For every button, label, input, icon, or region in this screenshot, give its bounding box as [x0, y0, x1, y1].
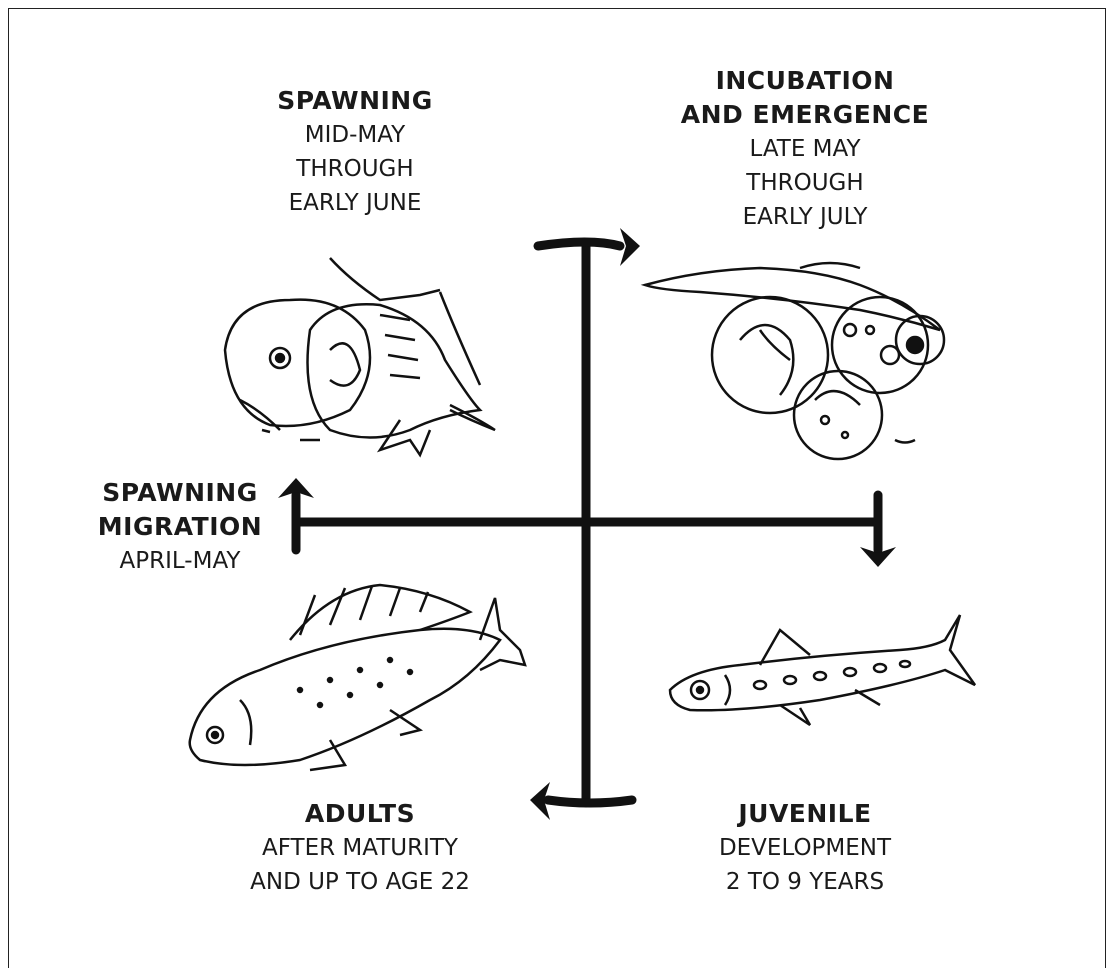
incubation-title: INCUBATION — [655, 64, 955, 98]
spawning-line: EARLY JUNE — [255, 186, 455, 220]
spawning-fish-pair-illustration — [225, 258, 495, 455]
incubation-line: THROUGH — [655, 166, 955, 200]
arrow-to-incubation — [538, 242, 620, 246]
adults-line: AFTER MATURITY — [215, 831, 505, 865]
adults-label: ADULTS AFTER MATURITY AND UP TO AGE 22 — [215, 797, 505, 899]
juvenile-title: JUVENILE — [680, 797, 930, 831]
spawning-label: SPAWNING MID-MAY THROUGH EARLY JUNE — [255, 84, 455, 220]
incubation-title: AND EMERGENCE — [655, 98, 955, 132]
juvenile-label: JUVENILE DEVELOPMENT 2 TO 9 YEARS — [680, 797, 930, 899]
adults-title: ADULTS — [215, 797, 505, 831]
migration-title: MIGRATION — [80, 510, 280, 544]
incubation-line: EARLY JULY — [655, 200, 955, 234]
incubation-line: LATE MAY — [655, 132, 955, 166]
spawning-line: MID-MAY — [255, 118, 455, 152]
spawning-title: SPAWNING — [255, 84, 455, 118]
eggs-and-larva-illustration — [645, 263, 944, 459]
migration-title: SPAWNING — [80, 476, 280, 510]
juvenile-line: 2 TO 9 YEARS — [680, 865, 930, 899]
arrow-to-adults — [548, 800, 632, 803]
spawning-line: THROUGH — [255, 152, 455, 186]
migration-line: APRIL-MAY — [80, 544, 280, 578]
cycle-cross — [296, 242, 878, 803]
adults-line: AND UP TO AGE 22 — [215, 865, 505, 899]
juvenile-fish-illustration — [670, 615, 975, 725]
migration-label: SPAWNING MIGRATION APRIL-MAY — [80, 476, 280, 578]
juvenile-line: DEVELOPMENT — [680, 831, 930, 865]
incubation-label: INCUBATION AND EMERGENCE LATE MAY THROUG… — [655, 64, 955, 234]
adult-fish-illustration — [190, 585, 525, 770]
